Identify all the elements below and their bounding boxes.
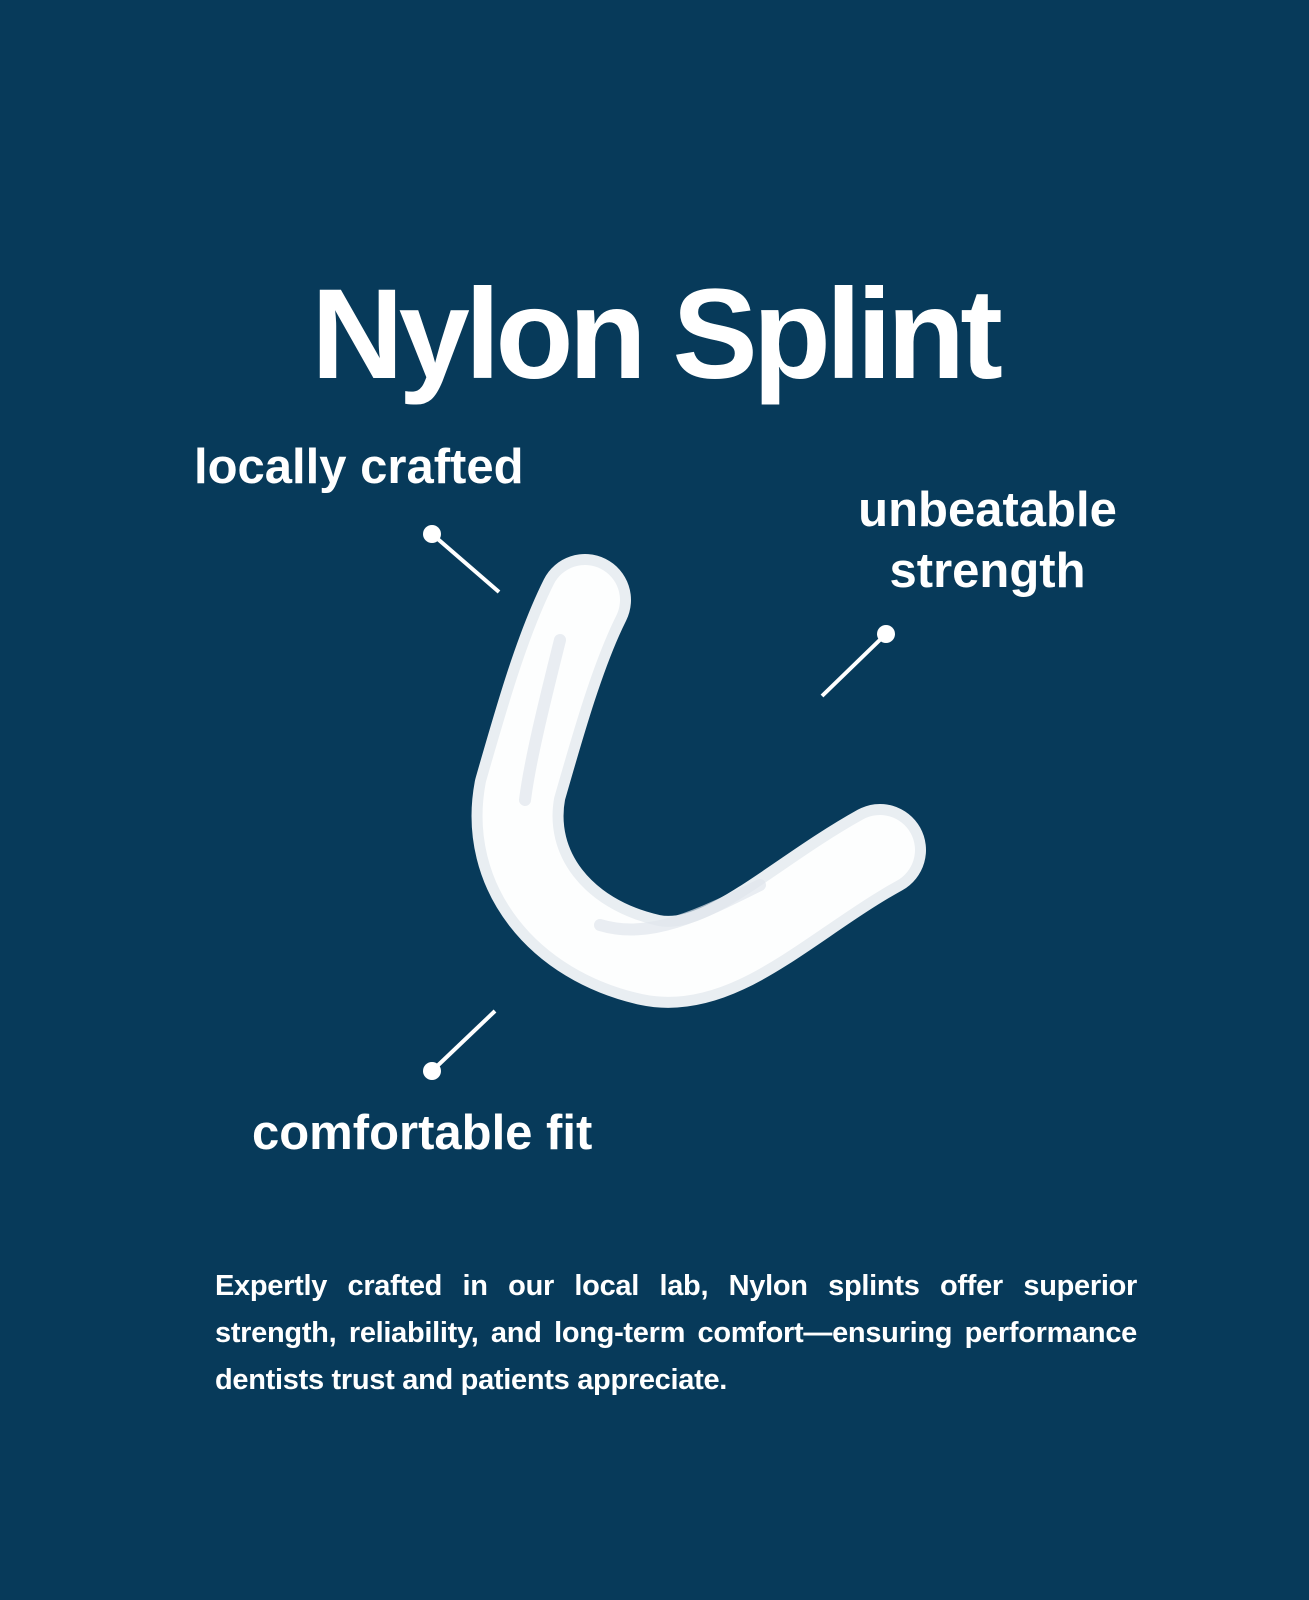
page-title: Nylon Splint [311, 262, 1003, 406]
callout-locally-crafted: locally crafted [194, 440, 524, 494]
callout-comfortable-fit: comfortable fit [252, 1106, 593, 1160]
product-description: Expertly crafted in our local lab, Nylon… [215, 1270, 1137, 1396]
callout-unbeatable-strength: unbeatable strength [858, 483, 1117, 598]
pointer-comfortable-fit [423, 1009, 497, 1080]
pointer-unbeatable-strength [820, 625, 895, 698]
nylon-splint-image [471, 554, 926, 1008]
pointer-locally-crafted [423, 525, 501, 594]
